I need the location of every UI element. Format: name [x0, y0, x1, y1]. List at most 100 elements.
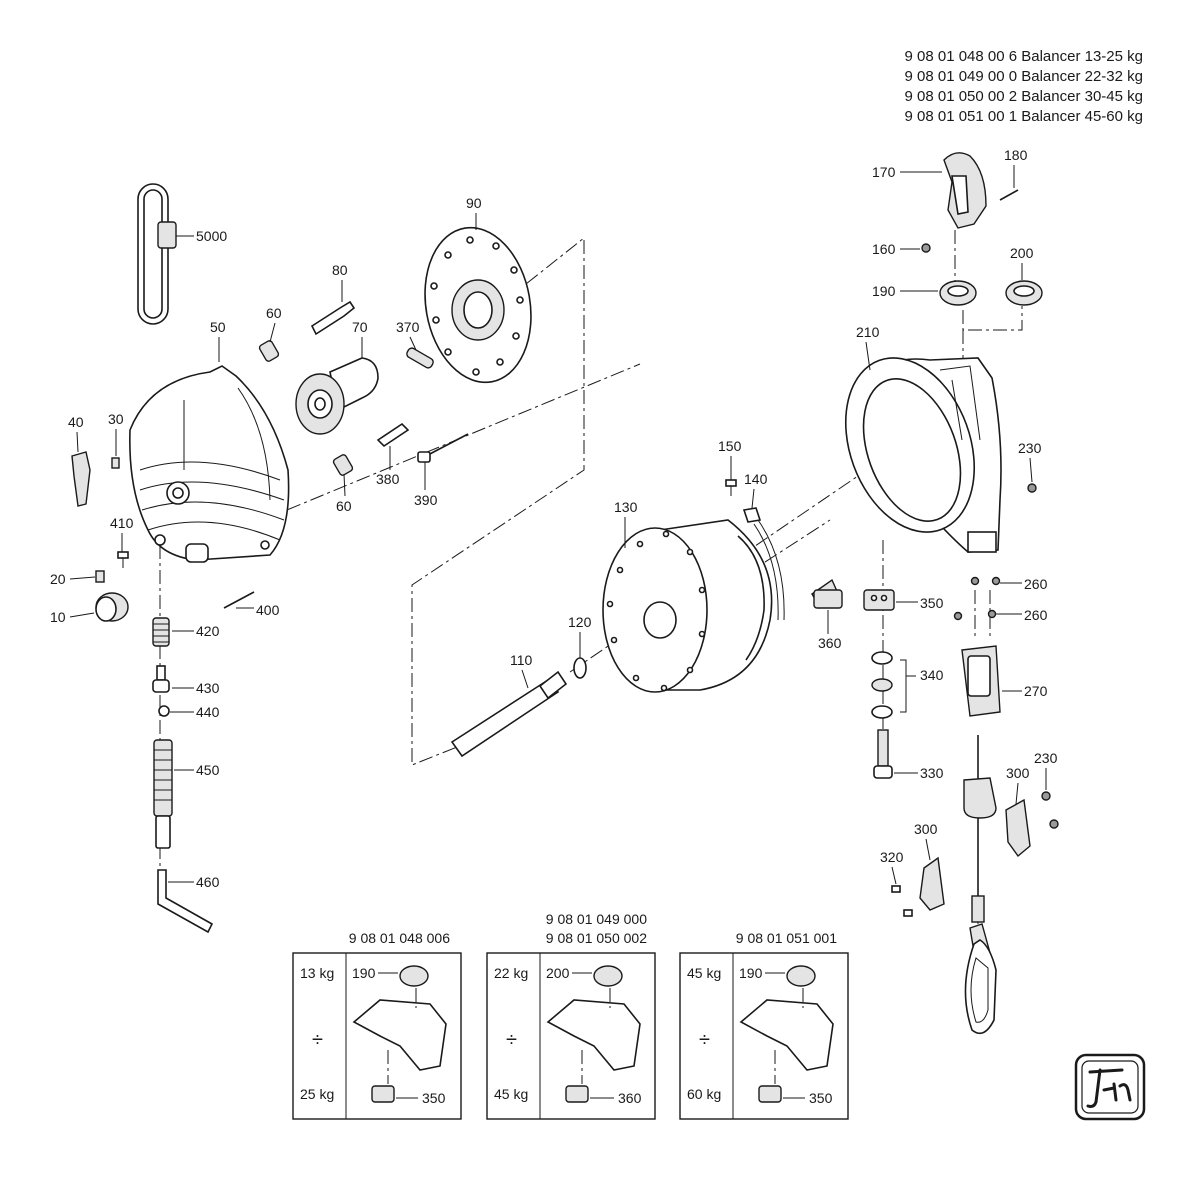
part-10-knob: [95, 592, 129, 622]
label-320: 320: [880, 849, 904, 865]
part-300-clamp-upper: [1005, 798, 1031, 858]
label-390: 390: [414, 492, 438, 508]
part-390-bolt: [417, 433, 469, 463]
variant-2-max: 45 kg: [494, 1086, 528, 1102]
part-330-bolt: [873, 729, 893, 779]
label-60a: 60: [266, 305, 282, 321]
variant-3-top-part: 190: [739, 965, 763, 981]
label-360: 360: [818, 635, 842, 651]
label-5000: 5000: [196, 228, 227, 244]
variant-2-code2: 9 08 01 050 002: [546, 930, 647, 946]
part-430-bolt: [152, 665, 170, 693]
part-380-pin: [376, 422, 410, 448]
label-30: 30: [108, 411, 124, 427]
part-120-circlip: [573, 657, 587, 679]
label-260b: 260: [1024, 607, 1048, 623]
label-450: 450: [196, 762, 220, 778]
variant-1-bottom-part: 350: [422, 1090, 446, 1106]
part-200-insert: [1005, 280, 1043, 306]
variant-1-max: 25 kg: [300, 1086, 334, 1102]
part-440-ring: [158, 705, 170, 717]
label-120: 120: [568, 614, 592, 630]
label-50: 50: [210, 319, 226, 335]
variant-2-top-part: 200: [546, 965, 570, 981]
variant-box-3: 9 08 01 051 001 45 kg ÷ 60 kg 190 350: [679, 930, 849, 1120]
label-140: 140: [744, 471, 768, 487]
part-180-screw: [999, 189, 1019, 201]
label-150: 150: [718, 438, 742, 454]
header-line-4: 9 08 01 051 00 1 Balancer 45-60 kg: [904, 108, 1143, 125]
part-400-screw: [223, 591, 255, 609]
variant-3-div: ÷: [699, 1029, 710, 1051]
part-150-screw: [725, 479, 737, 496]
part-60-spring-lower: [332, 454, 354, 476]
part-170-bracket: [943, 152, 987, 229]
label-90: 90: [466, 195, 482, 211]
label-60b: 60: [336, 498, 352, 514]
part-130-spring-drum: [602, 519, 773, 693]
part-40-lever: [71, 451, 91, 507]
part-420-spring: [152, 617, 170, 647]
part-450-threaded-rod: [153, 739, 173, 849]
part-460-hex-key: [157, 869, 214, 934]
header-line-1: 9 08 01 048 00 6 Balancer 13-25 kg: [904, 48, 1143, 65]
label-200: 200: [1010, 245, 1034, 261]
label-370: 370: [396, 319, 420, 335]
label-230b: 230: [1034, 750, 1058, 766]
part-210-housing: [844, 357, 1002, 553]
label-130: 130: [614, 499, 638, 515]
label-260a: 260: [1024, 576, 1048, 592]
label-380: 380: [376, 471, 400, 487]
part-260-screws: [953, 576, 1001, 621]
part-160-nut: [921, 243, 931, 253]
variant-box-1: 9 08 01 048 006 13 kg ÷ 25 kg 190 350: [292, 930, 462, 1120]
label-440: 440: [196, 704, 220, 720]
variant-3-code: 9 08 01 051 001: [736, 930, 837, 946]
label-10: 10: [50, 609, 66, 625]
variant-1-top-part: 190: [352, 965, 376, 981]
label-410: 410: [110, 515, 134, 531]
part-360-block: [811, 578, 843, 609]
label-190: 190: [872, 283, 896, 299]
part-230-nut-upper: [1027, 483, 1037, 493]
part-340-washers: [871, 651, 893, 719]
variant-2-code: 9 08 01 049 000: [546, 911, 647, 927]
label-210: 210: [856, 324, 880, 340]
part-5000-belt: [137, 183, 177, 325]
label-270: 270: [1024, 683, 1048, 699]
part-50-housing-cover: [129, 365, 290, 563]
label-350: 350: [920, 595, 944, 611]
variant-3-bottom-part: 350: [809, 1090, 833, 1106]
cable-hook-assembly: [963, 735, 997, 1035]
variant-1-code: 9 08 01 048 006: [349, 930, 450, 946]
part-labels: 5000 80 90 60 70 370 50 40 30 380 60 390…: [50, 147, 1058, 890]
part-320-screws: [891, 885, 913, 917]
header-line-2: 9 08 01 049 00 0 Balancer 22-32 kg: [904, 68, 1143, 85]
label-300a: 300: [1006, 765, 1030, 781]
variant-box-2: 9 08 01 049 000 9 08 01 050 002 22 kg ÷ …: [486, 911, 656, 1120]
part-350-block: [863, 589, 895, 611]
header-line-3: 9 08 01 050 00 2 Balancer 30-45 kg: [904, 88, 1143, 105]
label-460: 460: [196, 874, 220, 890]
label-400: 400: [256, 602, 280, 618]
fein-logo: [1074, 1053, 1146, 1121]
assembly-centerlines: [159, 230, 1023, 930]
label-70: 70: [352, 319, 368, 335]
part-70-gear-shaft: [295, 357, 379, 435]
part-140-cable-guide: [742, 507, 785, 621]
variant-2-bottom-part: 360: [618, 1090, 642, 1106]
part-370-spring: [406, 347, 434, 369]
label-420: 420: [196, 623, 220, 639]
label-340: 340: [920, 667, 944, 683]
variant-1-min: 13 kg: [300, 965, 334, 981]
part-190-insert: [939, 280, 977, 306]
part-230-nut-lower-2: [1049, 819, 1059, 829]
label-180: 180: [1004, 147, 1028, 163]
label-330: 330: [920, 765, 944, 781]
variant-3-max: 60 kg: [687, 1086, 721, 1102]
part-300-clamp-lower: [919, 856, 945, 911]
part-90-flange-plate: [424, 226, 532, 384]
part-410-screw: [117, 551, 129, 568]
label-110: 110: [510, 652, 533, 668]
